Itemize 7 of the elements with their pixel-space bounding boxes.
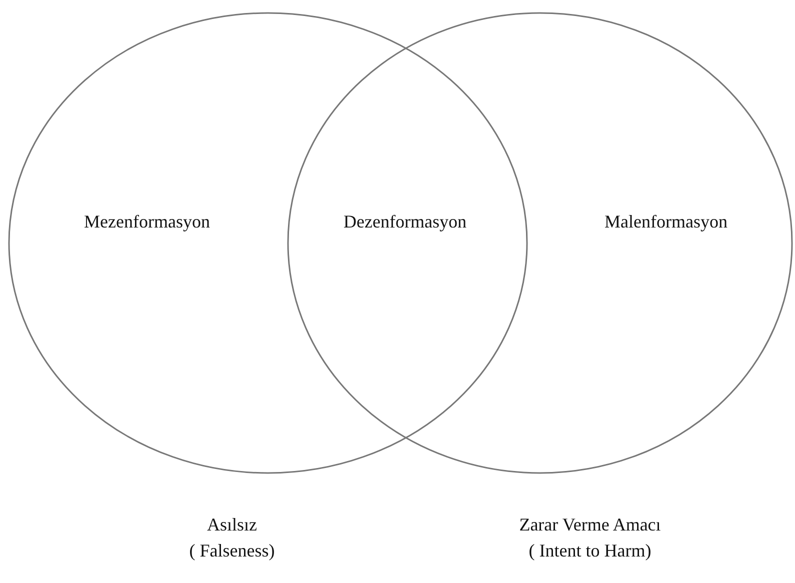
circle-caption: ( Intent to Harm) [528, 540, 652, 562]
circle-caption: Asılsız [207, 514, 257, 536]
overlap-label: Dezenformasyon [344, 212, 466, 232]
circle-caption: ( Falseness) [189, 540, 275, 562]
circle-caption: Zarar Verme Amacı [519, 514, 661, 536]
circle-label: Mezenformasyon [84, 212, 210, 232]
circle-label: Malenformasyon [604, 212, 728, 232]
